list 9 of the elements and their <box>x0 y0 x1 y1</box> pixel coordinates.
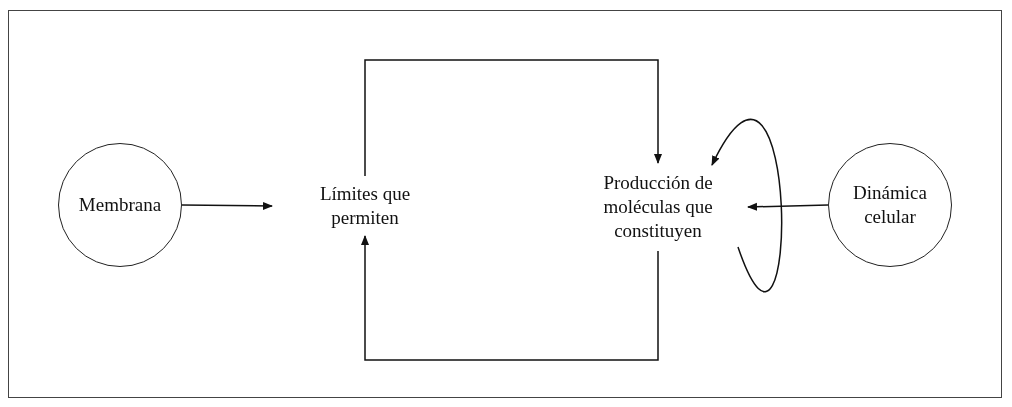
arrow <box>364 59 662 177</box>
node-label: Dinámica celular <box>852 181 928 229</box>
arrow <box>361 235 659 361</box>
arrow <box>747 202 829 211</box>
node-label: Producción de moléculas que constituyen <box>602 171 714 243</box>
node-label: Membrana <box>78 193 162 217</box>
arrow <box>181 201 273 210</box>
arrow <box>711 118 783 293</box>
node-label: Límites que permiten <box>318 182 412 230</box>
